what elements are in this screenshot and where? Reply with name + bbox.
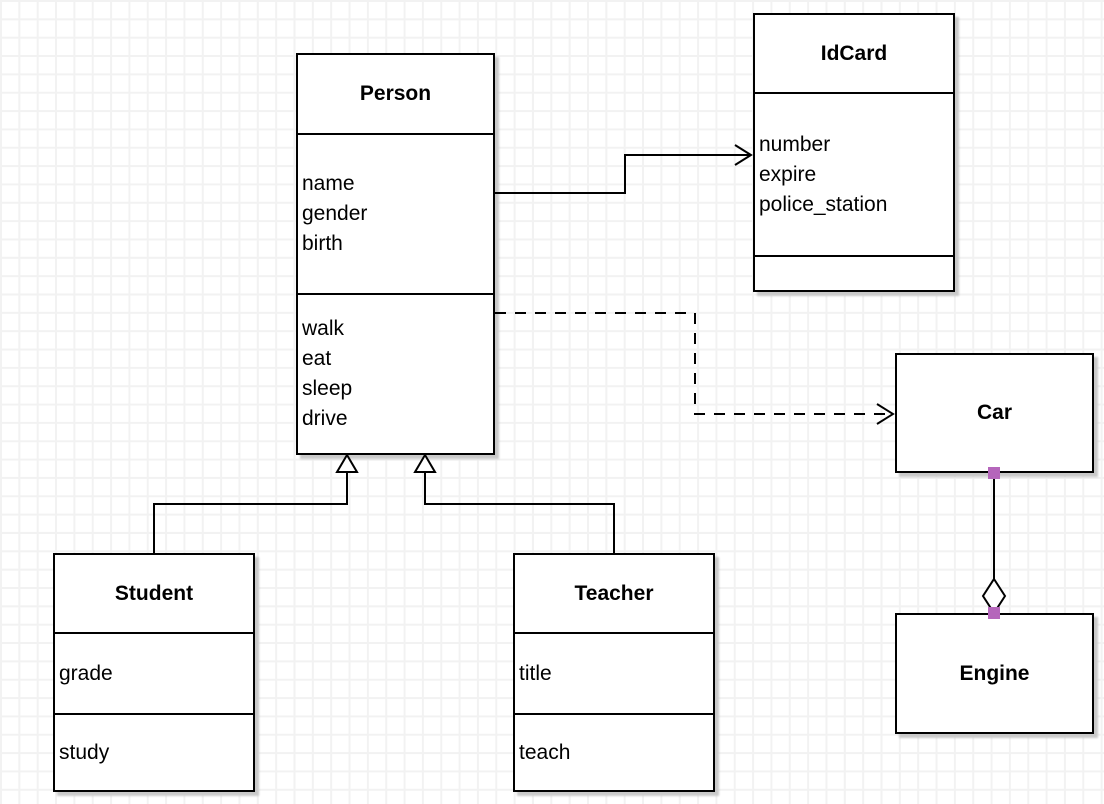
attribute-item: birth xyxy=(302,232,343,255)
class-title: Car xyxy=(897,355,1092,471)
generalization-teacher-person[interactable] xyxy=(413,453,615,553)
class-methods-empty xyxy=(755,255,953,290)
class-attributes: number expire police_station xyxy=(755,92,953,255)
attribute-item: name xyxy=(302,172,355,195)
method-item: walk xyxy=(302,317,345,340)
class-name-label: Teacher xyxy=(574,581,654,605)
class-attributes: grade xyxy=(55,632,253,713)
attribute-item: grade xyxy=(59,661,113,685)
class-methods: walk eat sleep drive xyxy=(298,293,493,453)
class-attributes: title xyxy=(515,632,713,713)
method-item: study xyxy=(59,740,110,764)
method-item: teach xyxy=(519,740,571,764)
attribute-item: police_station xyxy=(759,192,888,216)
attribute-item: number xyxy=(759,132,831,156)
class-title: Student xyxy=(55,555,253,632)
class-title: Teacher xyxy=(515,555,713,632)
class-box-person[interactable]: Person name gender birth walk eat sleep … xyxy=(296,53,495,455)
method-item: eat xyxy=(302,347,332,370)
hollow-triangle-arrowhead xyxy=(413,453,437,473)
generalization-student-person[interactable] xyxy=(153,453,359,553)
class-title: Engine xyxy=(897,615,1092,732)
class-name-label: Engine xyxy=(959,661,1030,685)
class-methods: teach xyxy=(515,713,713,790)
method-item: drive xyxy=(302,407,348,430)
association-person-idcard[interactable] xyxy=(495,144,753,194)
class-attributes: name gender birth xyxy=(298,133,493,293)
class-title: IdCard xyxy=(755,15,953,92)
class-methods: study xyxy=(55,713,253,790)
hollow-triangle-arrowhead xyxy=(335,453,359,473)
class-name-label: IdCard xyxy=(820,41,888,65)
class-title: Person xyxy=(298,55,493,133)
method-item: sleep xyxy=(302,377,353,400)
attribute-item: gender xyxy=(302,202,368,225)
hollow-diamond xyxy=(981,577,1007,615)
class-box-engine[interactable]: Engine xyxy=(895,613,1094,734)
dependency-person-car[interactable] xyxy=(495,312,895,425)
class-name-label: Student xyxy=(114,581,194,605)
class-name-label: Car xyxy=(976,401,1013,424)
aggregation-car-engine[interactable] xyxy=(981,467,1007,619)
attribute-item: expire xyxy=(759,162,817,186)
class-box-idcard[interactable]: IdCard number expire police_station xyxy=(753,13,955,292)
class-name-label: Person xyxy=(359,82,432,105)
attribute-item: title xyxy=(519,661,552,685)
class-box-car[interactable]: Car xyxy=(895,353,1094,473)
class-box-student[interactable]: Student grade study xyxy=(53,553,255,792)
class-box-teacher[interactable]: Teacher title teach xyxy=(513,553,715,792)
